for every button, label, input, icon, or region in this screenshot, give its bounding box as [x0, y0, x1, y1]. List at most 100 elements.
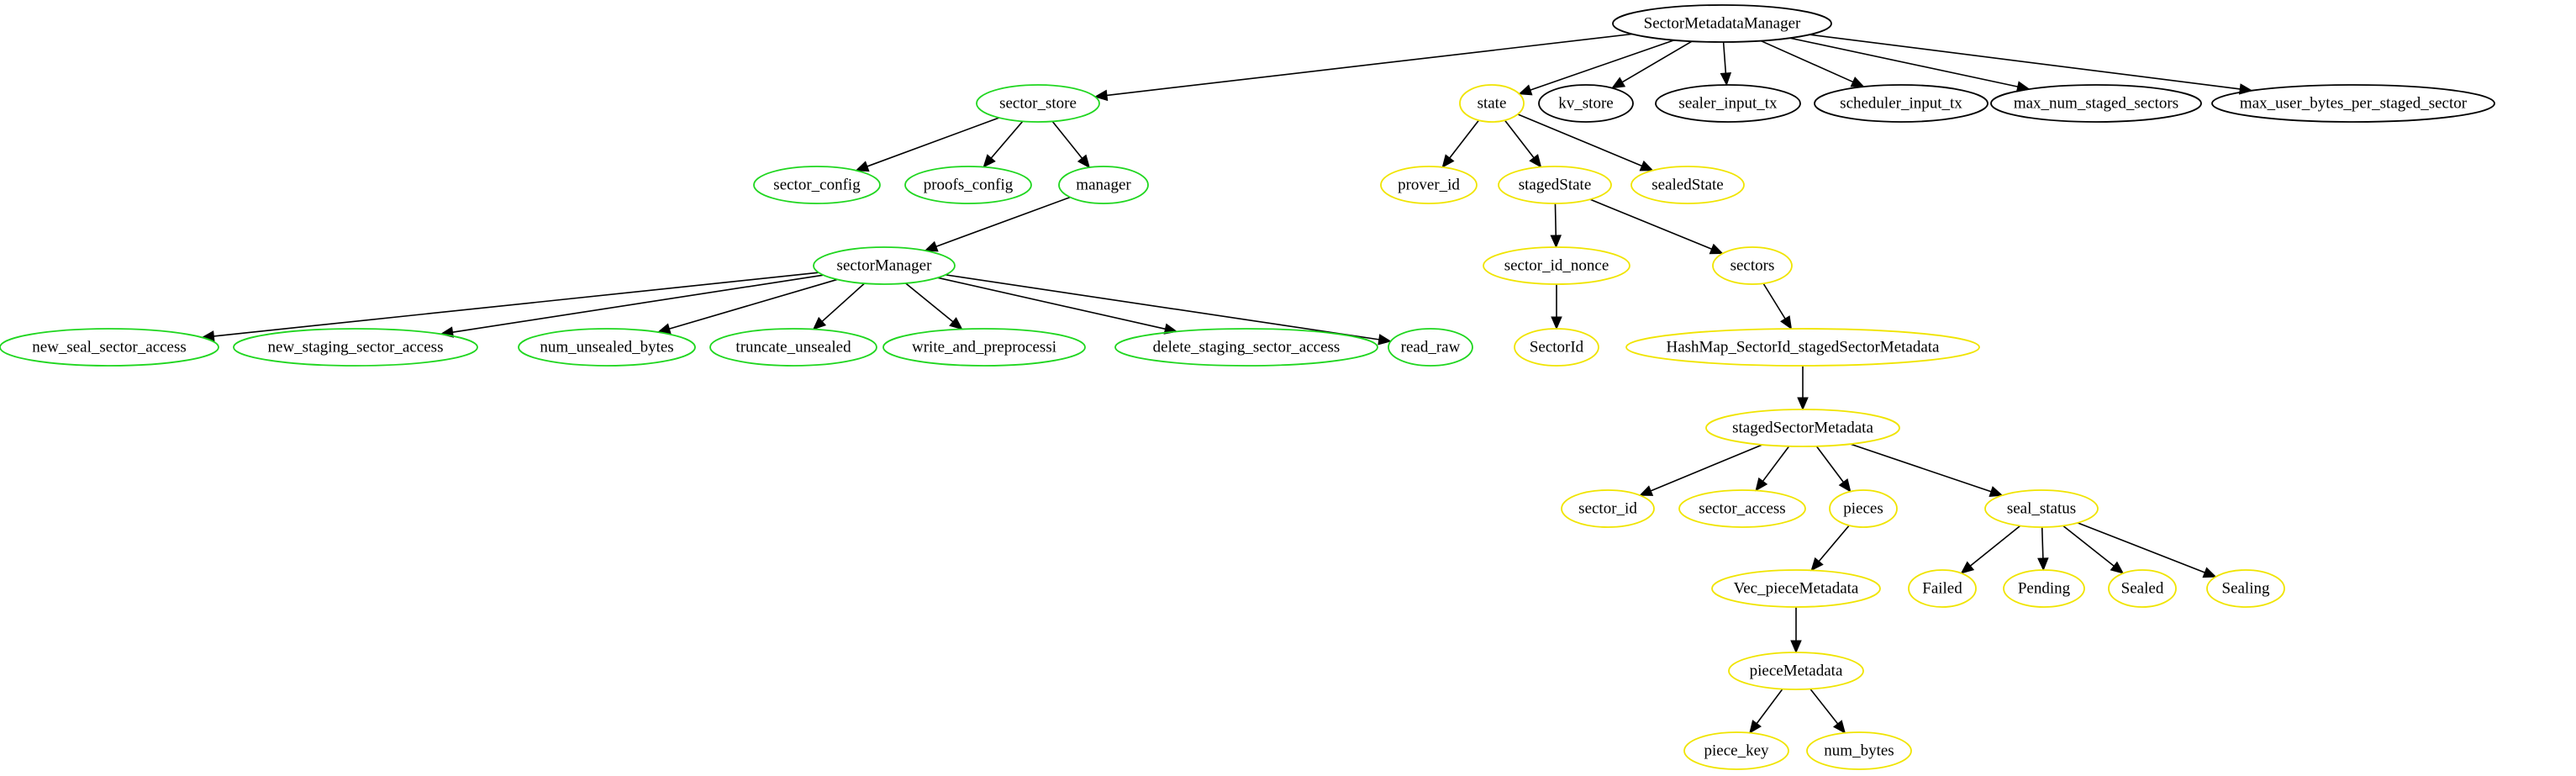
edge-line — [1589, 198, 1712, 250]
node-label: pieces — [1843, 500, 1883, 518]
edge-line — [2077, 522, 2205, 573]
node-pending: Pending — [2003, 569, 2085, 608]
edge-line — [1760, 40, 1854, 83]
node-label: Vec_pieceMetadata — [1734, 580, 1859, 598]
node-ellipse — [1908, 569, 1977, 608]
node-sector-access: sector_access — [1678, 489, 1806, 528]
node-label: pieceMetadata — [1750, 663, 1843, 680]
edge-sector-store-to-manager — [1051, 120, 1091, 169]
node-label: proofs_config — [924, 177, 1014, 194]
node-label: sector_store — [999, 95, 1077, 113]
node-label: max_user_bytes_per_staged_sector — [2240, 95, 2468, 113]
node-sealed: Sealed — [2108, 569, 2177, 608]
arrowhead-icon — [1720, 72, 1732, 87]
edge-line — [937, 277, 1166, 330]
node-seal-status: seal_status — [1984, 489, 2099, 528]
node-ellipse — [233, 328, 478, 367]
node-scheduler-input-tx: scheduler_input_tx — [1814, 84, 1989, 123]
arrowhead-icon — [949, 317, 963, 330]
node-label: new_seal_sector_access — [32, 339, 187, 356]
node-label: sectors — [1731, 257, 1775, 275]
node-vec-piece-metadata: Vec_pieceMetadata — [1711, 569, 1881, 608]
node-ellipse — [1561, 489, 1655, 528]
edge-line — [1810, 34, 2241, 90]
edge-line — [452, 274, 824, 333]
node-delete-staging-sector-access: delete_staging_sector_access — [1114, 328, 1378, 367]
edge-line — [867, 117, 1000, 167]
node-ellipse — [1483, 246, 1630, 285]
node-ellipse — [1814, 84, 1989, 123]
node-ellipse — [904, 166, 1032, 204]
node-staged-sector-metadata: stagedSectorMetadata — [1705, 409, 1900, 447]
node-piece-metadata: pieceMetadata — [1728, 652, 1864, 690]
node-label: read_raw — [1401, 339, 1461, 356]
edge-line — [1650, 444, 1763, 492]
node-write-and-preprocessi: write_and_preprocessi — [882, 328, 1086, 367]
arrowhead-icon — [2202, 567, 2217, 578]
edge-line — [1106, 33, 1633, 97]
edge-line — [1722, 41, 1727, 74]
edge-state-to-staged-state — [1504, 119, 1542, 168]
node-sector-id-nonce: sector_id_nonce — [1483, 246, 1630, 285]
arrowhead-icon — [855, 161, 870, 172]
edge-state-to-prover-id — [1441, 119, 1480, 168]
arrowhead-icon — [982, 154, 996, 168]
node-ellipse — [1806, 731, 1912, 770]
arrowhead-icon — [1093, 89, 1109, 102]
node-num-bytes: num_bytes — [1806, 731, 1912, 770]
node-ellipse — [1625, 328, 1980, 367]
arrowhead-icon — [1850, 77, 1865, 87]
node-ellipse — [1728, 652, 1864, 690]
node-ellipse — [1711, 569, 1881, 608]
node-sealed-state: sealedState — [1630, 166, 1745, 204]
edge-manager-to-sector-manager — [924, 196, 1071, 252]
arrowhead-icon — [1551, 316, 1562, 330]
node-label: manager — [1076, 177, 1131, 194]
edge-line — [1762, 446, 1790, 482]
node-prover-id: prover_id — [1380, 166, 1478, 204]
node-label: prover_id — [1398, 177, 1460, 194]
edge-line — [1449, 119, 1480, 159]
node-label: SectorId — [1530, 339, 1584, 356]
edge-line — [1756, 689, 1783, 724]
node-sectors: sectors — [1712, 246, 1793, 285]
node-ellipse — [1984, 489, 2099, 528]
edge-sector-metadata-manager-to-sector-store — [1093, 33, 1633, 102]
node-label: state — [1478, 95, 1507, 113]
edge-line — [1517, 113, 1642, 167]
node-sector-config: sector_config — [753, 166, 881, 204]
node-ellipse — [1712, 246, 1793, 285]
node-label: Sealing — [2222, 580, 2270, 598]
node-ellipse — [1380, 166, 1478, 204]
edge-line — [2041, 526, 2044, 559]
edge-line — [1818, 525, 1850, 562]
node-label: sealer_input_tx — [1678, 95, 1778, 113]
node-ellipse — [2003, 569, 2085, 608]
node-ellipse — [1829, 489, 1898, 528]
node-ellipse — [1114, 328, 1378, 367]
edge-line — [669, 278, 838, 330]
edge-staged-sector-metadata-to-sector-access — [1755, 446, 1790, 492]
node-label: truncate_unsealed — [735, 339, 851, 356]
node-read-raw: read_raw — [1388, 328, 1473, 367]
edge-sectors-to-hash-map-sector-id-staged-sector-metadata — [1762, 282, 1793, 330]
edge-sector-manager-to-delete-staging-sector-access — [937, 277, 1178, 335]
edge-line — [905, 282, 954, 323]
node-truncate-unsealed: truncate_unsealed — [709, 328, 877, 367]
arrowhead-icon — [1797, 397, 1809, 411]
edge-sector-metadata-manager-to-kv-store — [1611, 40, 1693, 89]
arrowhead-icon — [1518, 84, 1533, 96]
node-label: HashMap_SectorId_stagedSectorMetadata — [1666, 339, 1940, 356]
edge-staged-sector-metadata-to-seal-status — [1850, 443, 2004, 497]
node-kv-store: kv_store — [1538, 84, 1634, 123]
node-ellipse — [753, 166, 881, 204]
edge-staged-state-to-sectors — [1589, 198, 1724, 255]
node-label: sector_id — [1578, 500, 1637, 518]
node-ellipse — [709, 328, 877, 367]
edge-sector-manager-to-num-unsealed-bytes — [656, 278, 838, 335]
edge-line — [1789, 37, 2018, 87]
node-label: new_staging_sector_access — [268, 339, 444, 356]
node-label: max_num_staged_sectors — [2014, 95, 2178, 113]
node-manager: manager — [1058, 166, 1149, 204]
